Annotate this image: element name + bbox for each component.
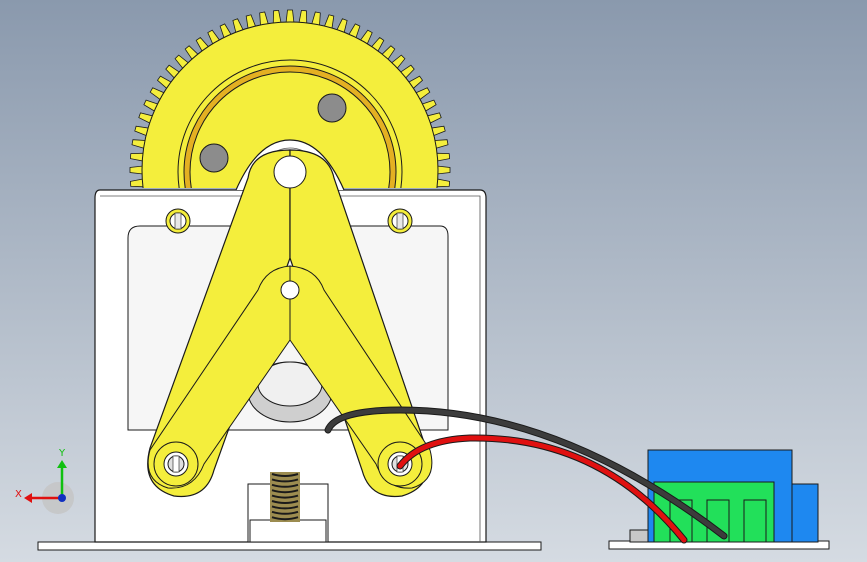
spring-coil [271, 483, 299, 488]
spring-coil [271, 516, 299, 521]
wires[interactable] [324, 406, 728, 544]
spring-coil [271, 478, 299, 483]
spring-coil [271, 494, 299, 499]
spring-coil [271, 505, 299, 510]
gear-hole [317, 93, 347, 123]
y-axis-label: Y [58, 448, 66, 459]
pivot-hole [273, 155, 307, 189]
large-gear[interactable] [129, 9, 451, 330]
x-axis-label: X [15, 489, 22, 500]
screw[interactable] [387, 208, 413, 234]
spring-coil [271, 489, 299, 494]
spring-coil [271, 473, 299, 477]
screw[interactable] [165, 208, 191, 234]
gear-teeth [129, 9, 451, 188]
base-plate[interactable] [37, 541, 542, 551]
spring-coil [271, 510, 299, 515]
spring-coil [271, 500, 299, 504]
pivot-hole [280, 280, 300, 300]
gear-hole [199, 143, 229, 173]
axis-triad: Y X [15, 448, 74, 514]
spring-post[interactable] [247, 472, 329, 543]
arm-joint-left[interactable] [153, 441, 199, 487]
